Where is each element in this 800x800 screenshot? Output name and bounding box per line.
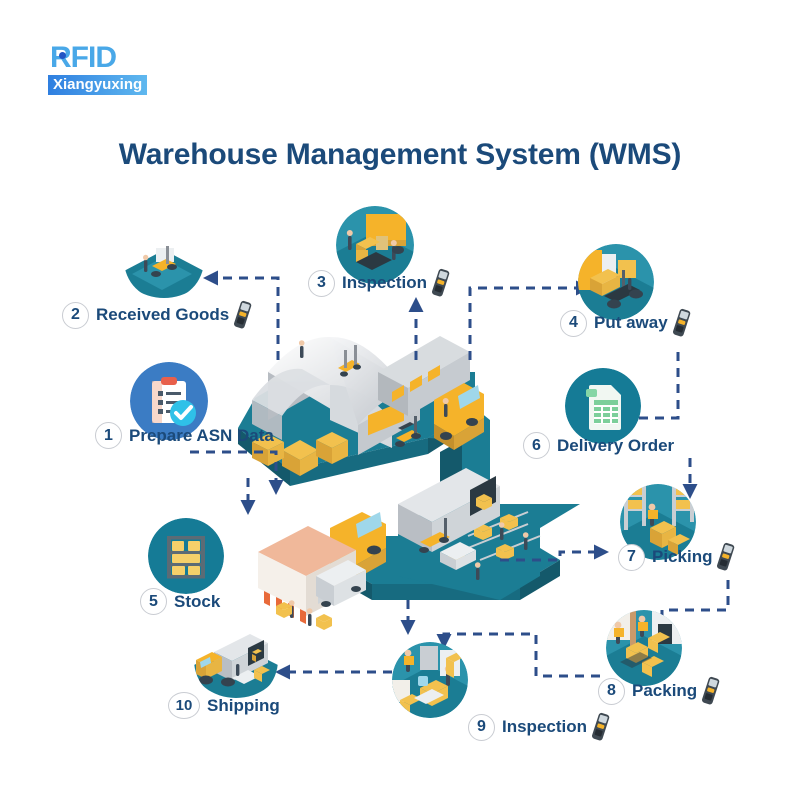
rfid-scanner-icon bbox=[672, 308, 690, 337]
brand-logo: RFID Xiangyuxing bbox=[48, 42, 158, 100]
step-number-badge: 10 bbox=[168, 692, 200, 719]
outbound-inspection-icon bbox=[392, 642, 468, 718]
step-label-text: Shipping bbox=[207, 695, 280, 715]
step-label-text: Put away bbox=[594, 313, 668, 332]
step-label-10: 10 Shipping bbox=[168, 692, 280, 719]
connector-scene-to-2 bbox=[203, 270, 280, 360]
step-label-text: Inspection bbox=[342, 273, 428, 292]
receiving-dock-icon bbox=[122, 232, 206, 298]
step-number-badge: 5 bbox=[140, 588, 167, 615]
pallet-stack-group bbox=[252, 432, 348, 476]
shelf-rack-icon bbox=[148, 518, 224, 594]
forklift-upper-left bbox=[338, 345, 361, 377]
rfid-scanner-icon bbox=[234, 300, 252, 329]
conveyor-rack-group bbox=[440, 511, 541, 580]
delivery-van bbox=[316, 560, 366, 607]
connector-3-to-4 bbox=[468, 280, 591, 360]
step-number-badge: 3 bbox=[308, 269, 335, 297]
trailer-box bbox=[378, 336, 470, 416]
step-label-text: Delivery Order bbox=[557, 435, 675, 455]
step-label-4: 4 Put away bbox=[560, 308, 691, 338]
step-label-text: Stock bbox=[174, 591, 221, 611]
step-label-2: 2 Received Goods bbox=[62, 300, 252, 330]
step-label-3: 3 Inspection bbox=[308, 268, 450, 298]
step-number-badge: 8 bbox=[598, 677, 625, 705]
worker-figure-group bbox=[298, 340, 449, 417]
step-label-8: 8 Packing bbox=[598, 676, 720, 706]
lower-distribution-platform bbox=[258, 468, 580, 630]
rfid-scanner-icon bbox=[702, 676, 720, 705]
shipping-truck-icon bbox=[192, 626, 280, 698]
step-label-1: 1 Prepare ASN Data bbox=[95, 422, 274, 449]
putaway-forklift-icon bbox=[578, 244, 654, 320]
connector-8-to-9 bbox=[436, 632, 600, 678]
step-number-badge: 1 bbox=[95, 422, 122, 449]
packing-station-icon bbox=[606, 610, 682, 686]
step-label-7: 7 Picking bbox=[618, 542, 735, 572]
connector-4-to-5 bbox=[589, 352, 680, 426]
step-label-text: Inspection bbox=[502, 717, 588, 736]
document-spreadsheet-icon bbox=[565, 368, 641, 444]
logo-text-company: Xiangyuxing bbox=[48, 75, 148, 95]
step-number-badge: 4 bbox=[560, 309, 587, 337]
step-number-badge: 2 bbox=[62, 301, 89, 329]
step-label-6: 6 Delivery Order bbox=[523, 432, 674, 459]
rfid-scanner-icon bbox=[432, 268, 450, 297]
page-title: Warehouse Management System (WMS) bbox=[118, 138, 682, 171]
rfid-scanner-icon bbox=[592, 712, 610, 741]
connector-1-to-scene bbox=[190, 450, 284, 495]
clipboard-checklist-icon bbox=[130, 362, 208, 440]
rfid-signal-icon bbox=[59, 52, 66, 59]
inspection-forklift-icon bbox=[336, 206, 414, 284]
delivery-truck-upper bbox=[434, 383, 484, 450]
rfid-scanner-icon bbox=[717, 542, 735, 571]
dome-warehouse-building-rear bbox=[252, 368, 330, 440]
connector-scene-to-7 bbox=[500, 544, 609, 562]
step-label-text: Prepare ASN Data bbox=[129, 425, 274, 445]
step-number-badge: 9 bbox=[468, 713, 495, 741]
upper-warehouse-platform bbox=[238, 336, 490, 548]
step-label-text: Packing bbox=[632, 681, 698, 700]
step-number-badge: 6 bbox=[523, 432, 550, 459]
step-label-text: Picking bbox=[652, 547, 713, 566]
step-label-5: 5 Stock bbox=[140, 588, 220, 615]
step-label-text: Received Goods bbox=[96, 305, 230, 324]
step-label-9: 9 Inspection bbox=[468, 712, 610, 742]
step-number-badge: 7 bbox=[618, 543, 645, 571]
forklift-upper-right bbox=[395, 416, 421, 447]
